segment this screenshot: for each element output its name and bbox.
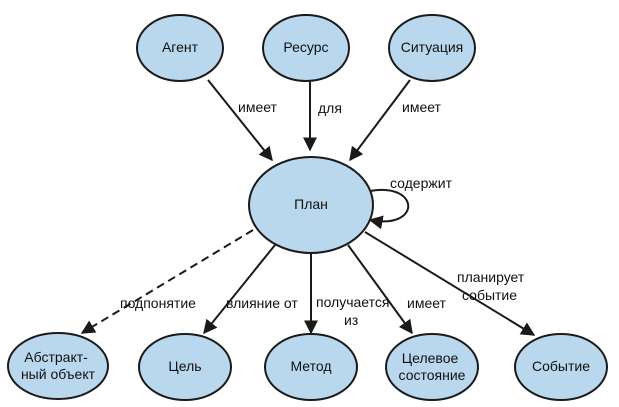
node-agent: Агент [136, 14, 224, 82]
edge-label-plan-goal: влияние от [226, 295, 298, 311]
node-situation: Ситуация [388, 14, 476, 82]
edge-plan-method: получается из [304, 252, 393, 335]
edge-label-plan-method: получается из [316, 294, 393, 328]
node-label-target-state: Целевое состояние [399, 350, 466, 383]
node-label-situation: Ситуация [401, 39, 464, 55]
node-label-goal: Цель [168, 358, 201, 374]
node-method: Метод [264, 333, 358, 401]
node-label-event: Событие [532, 358, 590, 374]
edge-plan-target-state: имеет [347, 244, 447, 335]
node-event: Событие [514, 333, 608, 401]
node-target-state: Целевое состояние [385, 333, 479, 401]
edge-agent-plan: имеет [207, 79, 278, 162]
node-label-agent: Агент [162, 39, 199, 55]
edge-label-plan-self: содержит [390, 175, 453, 191]
edge-label-plan-abstract-object: подпонятие [120, 295, 196, 311]
edge-plan-goal: влияние от [203, 244, 298, 335]
node-label-abstract-object: Абстракт- ный объект [21, 349, 96, 382]
node-plan: План [248, 156, 374, 254]
node-label-method: Метод [290, 358, 331, 374]
edge-plan-abstract-object: подпонятие [80, 229, 254, 334]
node-goal: Цель [138, 333, 232, 401]
node-label-resource: Ресурс [283, 39, 328, 55]
edge-label-resource-plan: для [318, 100, 342, 116]
node-resource: Ресурс [262, 14, 350, 82]
edge-plan-event: планирует событие [364, 231, 536, 336]
edge-label-agent-plan: имеет [238, 99, 278, 115]
node-label-plan: План [294, 196, 328, 212]
edge-label-plan-event: планирует событие [457, 269, 528, 303]
edge-plan-self: содержит [368, 175, 453, 230]
edge-label-situation-plan: имеет [402, 99, 442, 115]
edge-resource-plan: для [303, 82, 342, 152]
edge-situation-plan: имеет [349, 79, 442, 162]
node-abstract-object: Абстракт- ный объект [7, 332, 109, 400]
edge-label-plan-target-state: имеет [407, 295, 447, 311]
